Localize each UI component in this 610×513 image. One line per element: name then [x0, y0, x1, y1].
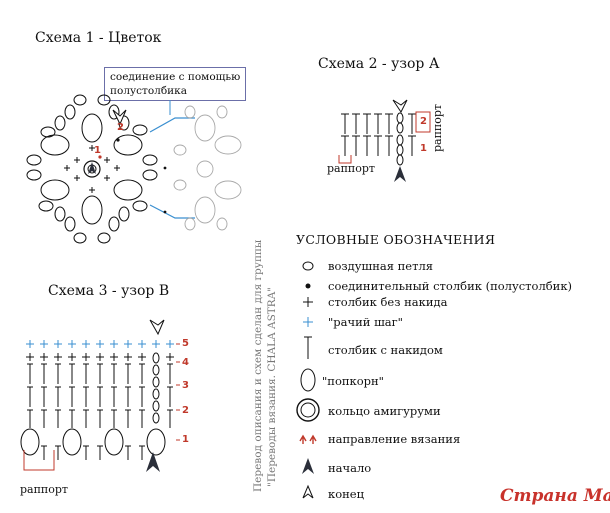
legend-item-chain: воздушная петля [328, 259, 434, 273]
scheme-2-row-2: 2 [420, 116, 427, 127]
scheme-2-rapport-label: раппорт [327, 162, 376, 175]
ring-number-1: 1 [94, 145, 101, 156]
scheme-2-row-1: 1 [420, 143, 427, 154]
scheme-1-callout: соединение с помощью полустолбика [104, 67, 247, 101]
scheme-3-row-2: 2 [182, 405, 189, 416]
scheme-2-title: Схема 2 - узор А [318, 56, 440, 72]
scheme-3-row-5: 5 [182, 338, 189, 349]
scheme-3-row-3: 3 [182, 380, 189, 391]
legend-item-popcorn: "попкорн" [322, 374, 384, 388]
scheme-1-title: Схема 1 - Цветок [35, 30, 162, 46]
legend-item-direction: направление вязания [328, 432, 461, 446]
legend-item-slip-stitch: соединительный столбик (полустолбик) [328, 279, 573, 293]
legend-item-start: начало [328, 461, 372, 475]
ring-number-2: 2 [117, 122, 124, 133]
legend-item-amigurumi-ring: кольцо амигуруми [328, 404, 441, 418]
legend-item-single-crochet: столбик без накида [328, 295, 448, 309]
watermark-logo: Страна Мам [500, 486, 610, 506]
scheme-3-title: Схема 3 - узор В [48, 283, 170, 299]
legend-item-double-crochet: столбик с накидом [328, 343, 443, 357]
legend-item-crab-stitch: "рачий шаг" [328, 315, 403, 329]
scheme-3-rapport-label: раппорт [20, 483, 69, 496]
scheme-3-row-1: 1 [182, 434, 189, 445]
callout-line-1: соединение с помощью [110, 71, 241, 83]
scheme-3-row-4: 4 [182, 357, 189, 368]
legend-item-end: конец [328, 487, 364, 501]
callout-line-2: полустолбика [110, 85, 187, 97]
legend-header: УСЛОВНЫЕ ОБОЗНАЧЕНИЯ [296, 232, 496, 247]
